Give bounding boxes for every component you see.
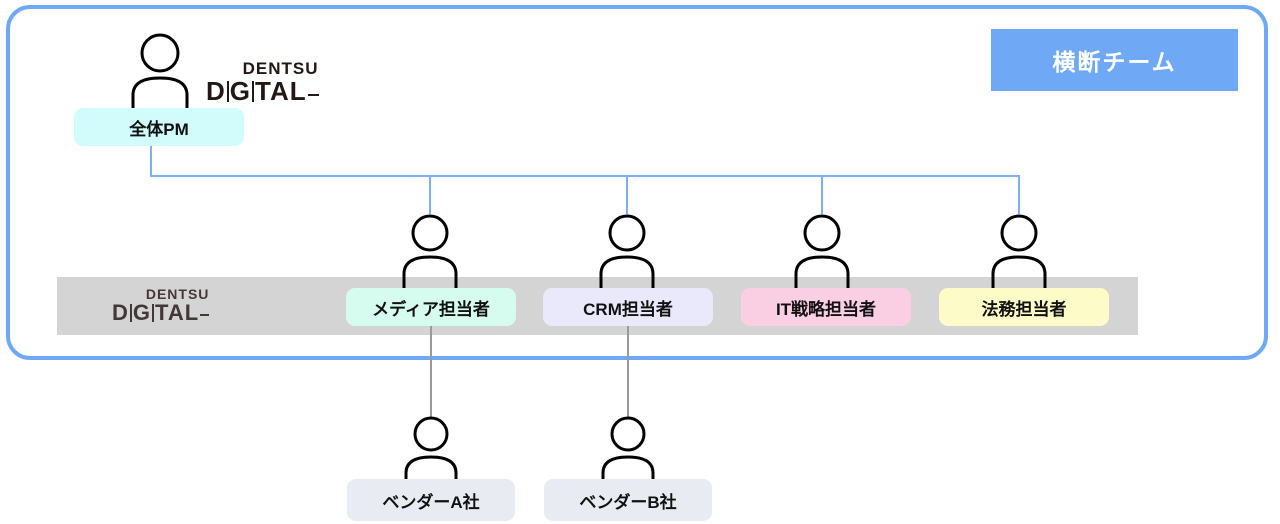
connector-vendor-b (627, 326, 629, 419)
person-icon-role-3 (794, 214, 850, 290)
person-icon-role-2 (599, 214, 655, 290)
node-role-crm[interactable]: CRM担当者 (543, 288, 713, 326)
connector-vendor-a (430, 326, 432, 419)
node-vendor-a[interactable]: ベンダーA社 (347, 479, 515, 521)
node-overall-pm[interactable]: 全体PM (74, 108, 244, 146)
node-role-legal[interactable]: 法務担当者 (939, 288, 1109, 326)
connector-drop-role-1 (429, 177, 431, 214)
person-icon-role-1 (402, 214, 458, 290)
connector-drop-role-4 (1018, 177, 1020, 214)
logo-line-1-small: DENTSU (145, 286, 210, 302)
node-role-media[interactable]: メディア担当者 (346, 288, 516, 326)
person-icon-vendor-b (601, 416, 655, 488)
connector-drop-role-3 (821, 177, 823, 214)
person-icon-pm (131, 33, 189, 113)
node-role-it-strategy[interactable]: IT戦略担当者 (741, 288, 911, 326)
person-icon-role-4 (991, 214, 1047, 290)
node-vendor-b[interactable]: ベンダーB社 (544, 479, 712, 521)
connector-drop-role-2 (626, 177, 628, 214)
connector-horizontal-bus (150, 175, 1020, 177)
person-icon-vendor-a (404, 416, 458, 488)
cross-team-container (6, 5, 1268, 360)
connector-pm-drop (150, 146, 152, 177)
logo-line-1: DENTSU (242, 59, 319, 78)
cross-team-badge: 横断チーム (991, 29, 1238, 91)
